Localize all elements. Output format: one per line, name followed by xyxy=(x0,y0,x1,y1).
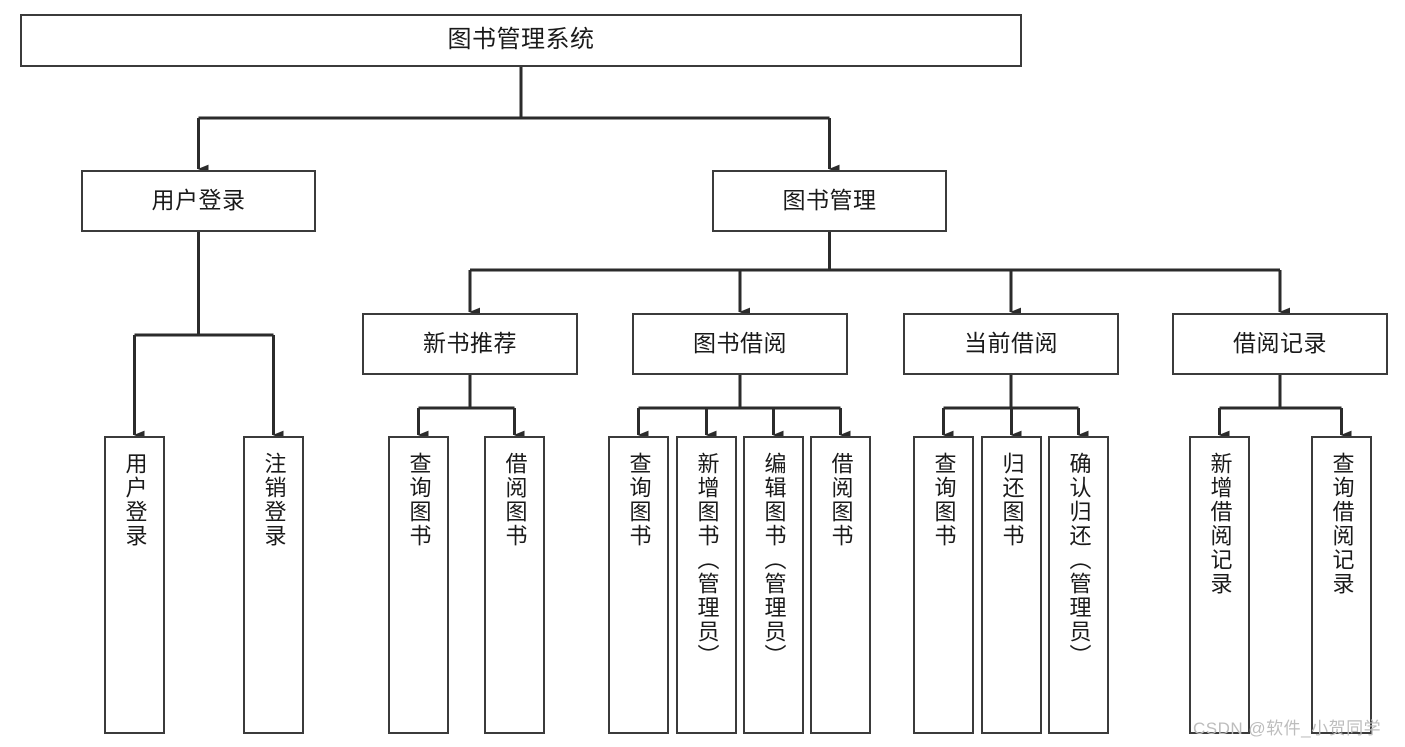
node-label-l_bb_borrow: 借阅图书 xyxy=(828,452,854,548)
node-l_logout[interactable]: 注销登录 xyxy=(243,436,304,734)
node-label-l_nr_borrow: 借阅图书 xyxy=(502,452,528,548)
node-label-l_cb_return: 归还图书 xyxy=(999,452,1025,548)
node-label-borrow_log: 借阅记录 xyxy=(1233,330,1327,357)
node-label-l_cb_confirm: 确认归还（管理员） xyxy=(1066,452,1092,668)
node-label-l_bl_add: 新增借阅记录 xyxy=(1207,452,1233,596)
node-label-l_bb_query: 查询图书 xyxy=(626,452,652,548)
node-l_cb_return[interactable]: 归还图书 xyxy=(981,436,1042,734)
node-label-book_borrow: 图书借阅 xyxy=(693,330,787,357)
node-book_borrow[interactable]: 图书借阅 xyxy=(632,313,848,375)
node-label-l_logout: 注销登录 xyxy=(261,452,287,548)
node-root[interactable]: 图书管理系统 xyxy=(20,14,1022,67)
node-l_bb_add[interactable]: 新增图书（管理员） xyxy=(676,436,737,734)
node-l_cb_query[interactable]: 查询图书 xyxy=(913,436,974,734)
node-l_nr_query[interactable]: 查询图书 xyxy=(388,436,449,734)
connector-lines xyxy=(133,67,1352,440)
node-user_login[interactable]: 用户登录 xyxy=(81,170,316,232)
node-label-l_bb_add: 新增图书（管理员） xyxy=(694,452,720,668)
node-l_bb_borrow[interactable]: 借阅图书 xyxy=(810,436,871,734)
node-l_bb_query[interactable]: 查询图书 xyxy=(608,436,669,734)
node-label-user_login: 用户登录 xyxy=(151,187,246,214)
node-label-cur_borrow: 当前借阅 xyxy=(964,330,1058,357)
node-label-l_bb_edit: 编辑图书（管理员） xyxy=(761,452,787,668)
node-book_mgmt[interactable]: 图书管理 xyxy=(712,170,947,232)
node-l_bb_edit[interactable]: 编辑图书（管理员） xyxy=(743,436,804,734)
node-label-root: 图书管理系统 xyxy=(447,26,595,54)
node-l_nr_borrow[interactable]: 借阅图书 xyxy=(484,436,545,734)
node-l_bl_query[interactable]: 查询借阅记录 xyxy=(1311,436,1372,734)
node-label-l_user_login: 用户登录 xyxy=(122,452,148,548)
node-label-book_mgmt: 图书管理 xyxy=(782,187,877,214)
node-label-l_nr_query: 查询图书 xyxy=(406,452,432,548)
watermark-text: CSDN @软件_小贺同学 xyxy=(1193,719,1382,738)
node-label-l_cb_query: 查询图书 xyxy=(931,452,957,548)
node-borrow_log[interactable]: 借阅记录 xyxy=(1172,313,1388,375)
node-cur_borrow[interactable]: 当前借阅 xyxy=(903,313,1119,375)
node-l_user_login[interactable]: 用户登录 xyxy=(104,436,165,734)
node-new_rec[interactable]: 新书推荐 xyxy=(362,313,578,375)
node-l_bl_add[interactable]: 新增借阅记录 xyxy=(1189,436,1250,734)
node-l_cb_confirm[interactable]: 确认归还（管理员） xyxy=(1048,436,1109,734)
node-label-new_rec: 新书推荐 xyxy=(423,330,517,357)
node-label-l_bl_query: 查询借阅记录 xyxy=(1329,452,1355,596)
